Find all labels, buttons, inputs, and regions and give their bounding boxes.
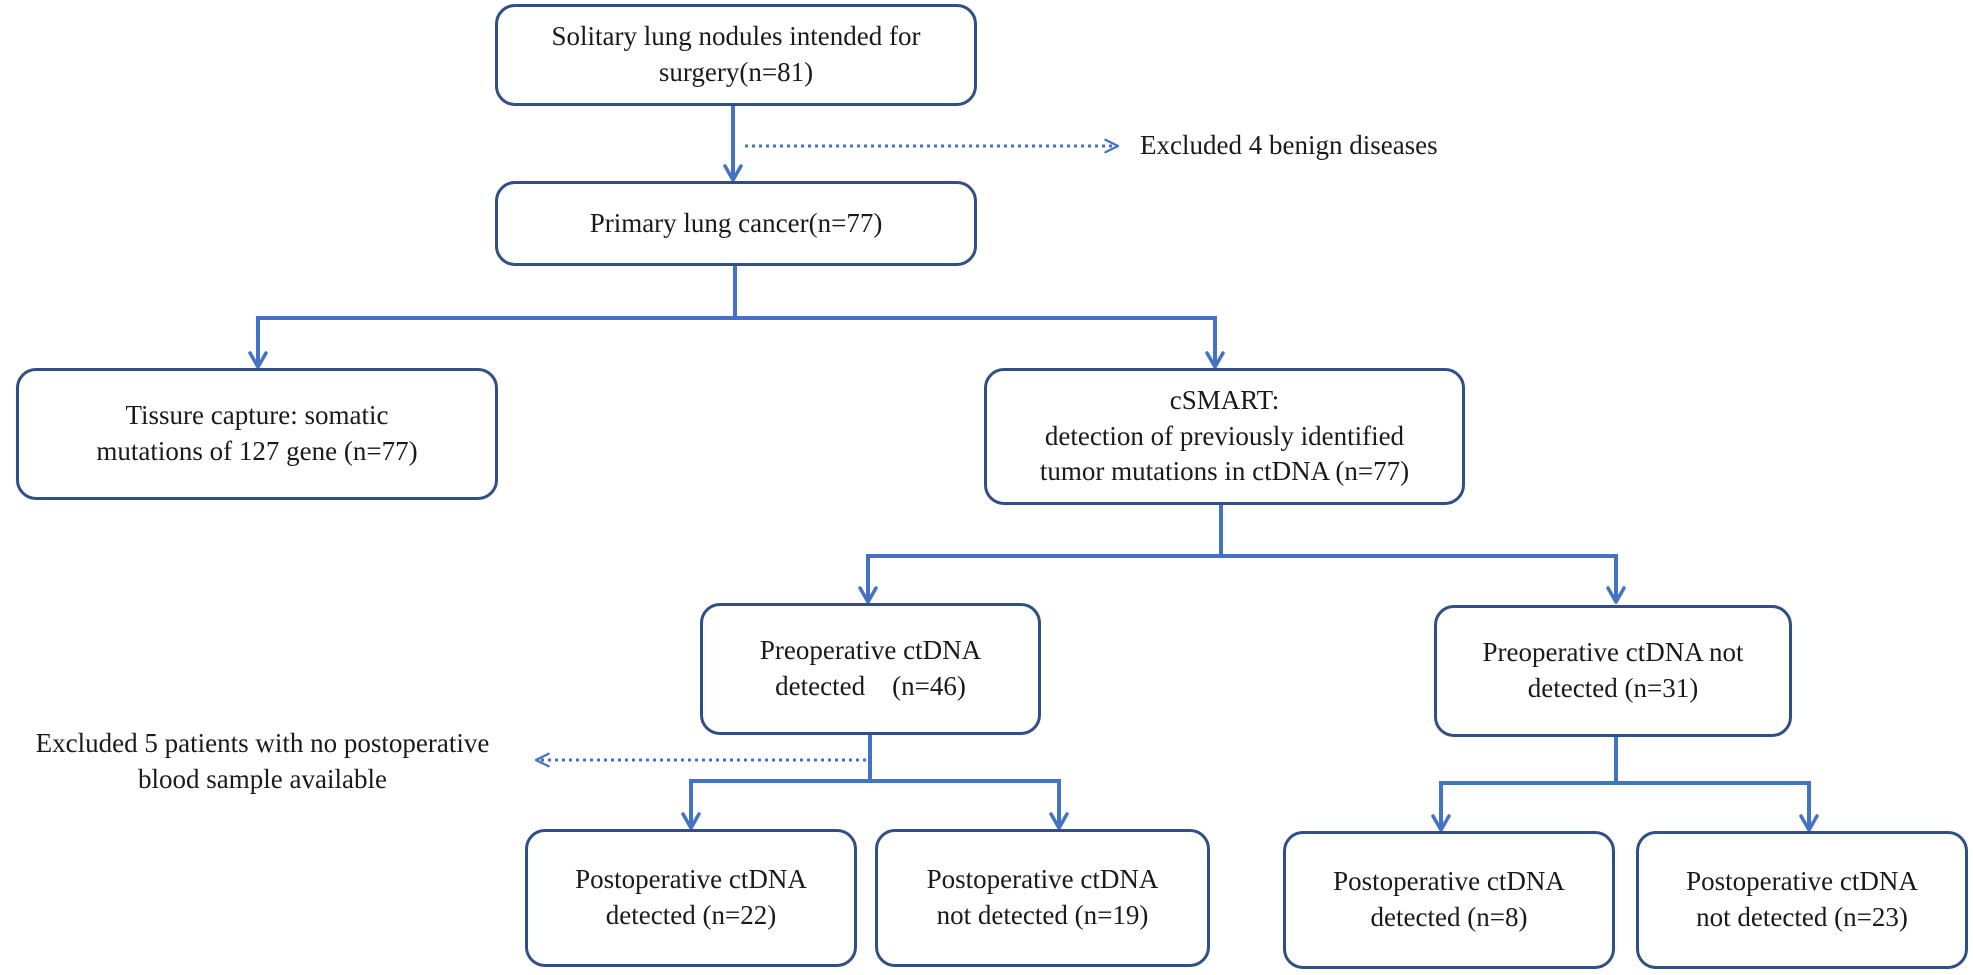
primary-cancer-box: Primary lung cancer(n=77) <box>495 181 977 266</box>
excluded-no-sample-line-1: Excluded 5 patients with no postoperativ… <box>35 728 490 758</box>
postop-not-detected-1-line-2: not detected (n=19) <box>936 900 1149 930</box>
preop-detected-line-2: detected (n=46) <box>775 671 966 701</box>
csmart-line-2: detection of previously identified <box>1044 420 1405 451</box>
screening-box: Solitary lung nodules intended for surge… <box>495 4 977 106</box>
postop-detected-box-1: Postoperative ctDNA detected (n=22) <box>525 829 857 967</box>
csmart-box: cSMART: detection of previously identifi… <box>984 368 1465 505</box>
postop-not-detected-2-line-2: not detected (n=23) <box>1696 902 1908 932</box>
primary-cancer-label: Primary lung cancer(n=77) <box>589 207 883 238</box>
csmart-line-1: cSMART: <box>1169 385 1280 416</box>
preop-detected-line-1: Preoperative ctDNA <box>759 635 982 666</box>
tissue-capture-line-2: mutations of 127 gene (n=77) <box>96 436 418 466</box>
excluded-benign-label: Excluded 4 benign diseases <box>1140 130 1438 160</box>
csmart-line-3: tumor mutations in ctDNA (n=77) <box>1039 456 1410 487</box>
preop-not-detected-line-2: detected (n=31) <box>1527 673 1699 703</box>
tissue-capture-box: Tissure capture: somatic mutations of 12… <box>16 368 498 500</box>
postop-not-detected-box-2: Postoperative ctDNA not detected (n=23) <box>1636 831 1968 969</box>
postop-detected-2-line-1: Postoperative ctDNA <box>1333 866 1565 897</box>
postop-detected-1-line-2: detected (n=22) <box>605 900 777 930</box>
preop-not-detected-line-1: Preoperative ctDNA not <box>1482 637 1744 668</box>
excluded-benign-note: Excluded 4 benign diseases <box>1140 128 1438 164</box>
postop-detected-2-line-2: detected (n=8) <box>1370 902 1528 932</box>
postop-not-detected-1-line-1: Postoperative ctDNA <box>926 864 1159 895</box>
screening-line-2: surgery(n=81) <box>658 57 814 87</box>
postop-not-detected-2-line-1: Postoperative ctDNA <box>1686 866 1918 897</box>
postop-detected-1-line-1: Postoperative ctDNA <box>575 864 807 895</box>
excluded-no-sample-line-2: blood sample available <box>138 763 387 794</box>
postop-not-detected-box-1: Postoperative ctDNA not detected (n=19) <box>875 829 1210 967</box>
screening-line-1: Solitary lung nodules intended for <box>551 21 921 52</box>
excluded-no-sample-note: Excluded 5 patients with no postoperativ… <box>0 726 525 797</box>
preop-detected-box: Preoperative ctDNA detected (n=46) <box>700 603 1041 735</box>
tissue-capture-line-1: Tissure capture: somatic <box>125 400 389 431</box>
preop-not-detected-box: Preoperative ctDNA not detected (n=31) <box>1434 605 1792 737</box>
postop-detected-box-2: Postoperative ctDNA detected (n=8) <box>1283 831 1615 969</box>
